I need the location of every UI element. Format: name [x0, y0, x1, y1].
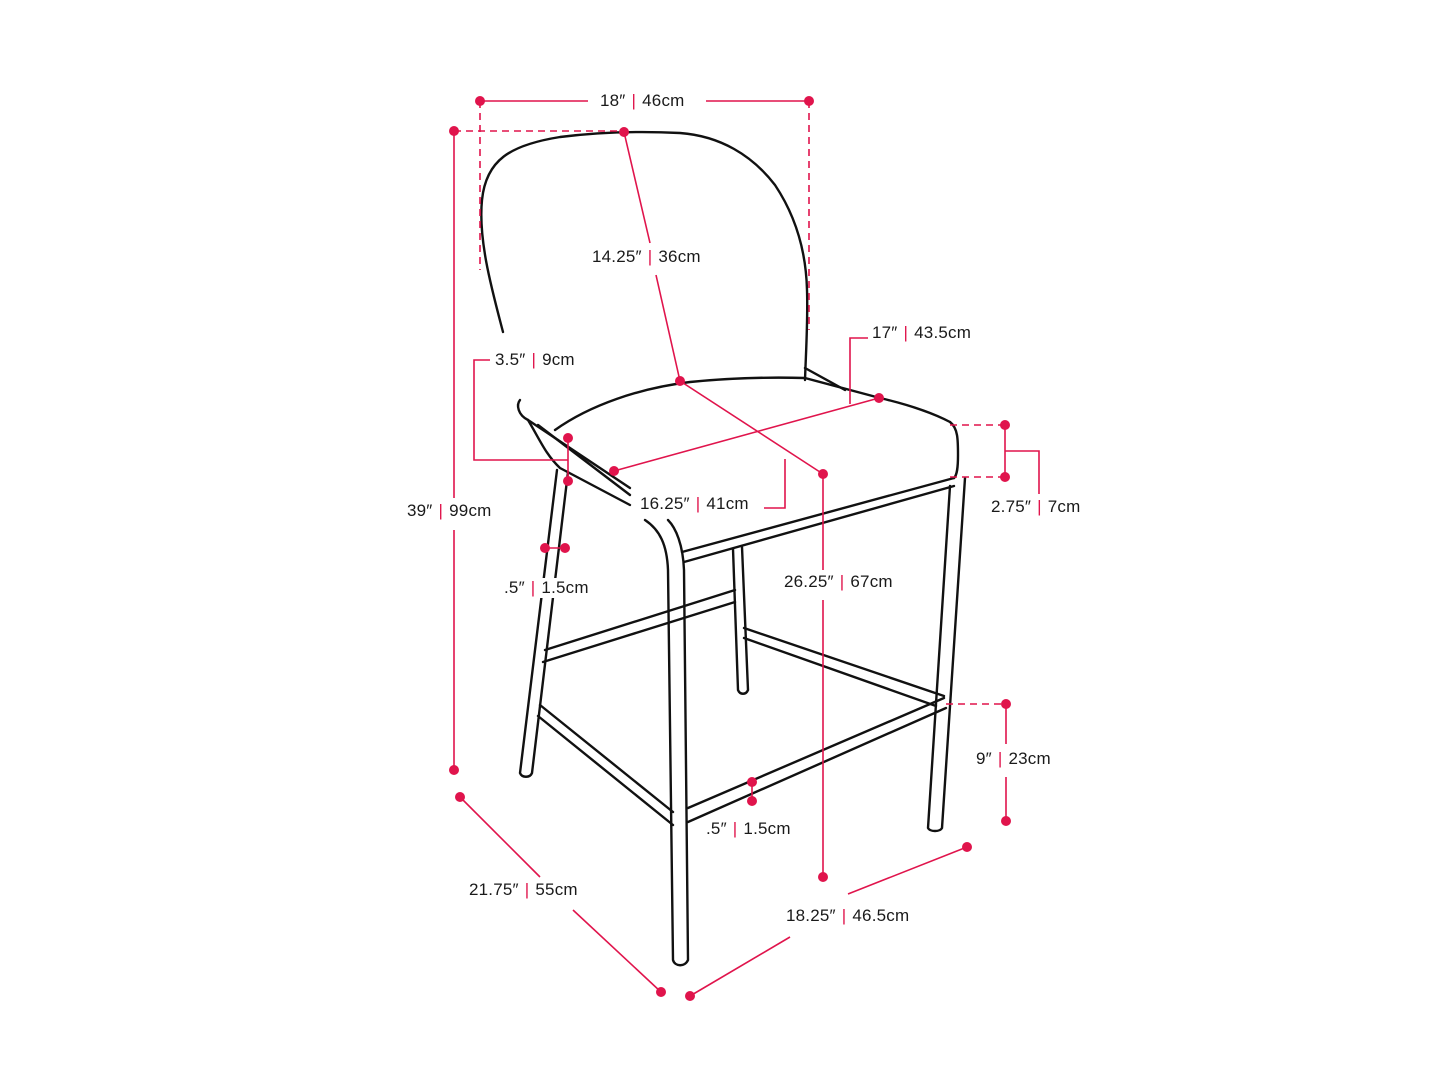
dimension-label-back-offset: 3.5″ | 9cm: [491, 350, 579, 370]
front-right-leg: [926, 476, 967, 833]
chair-drawing: [480, 130, 967, 967]
separator: |: [903, 323, 909, 342]
seat-left-rail-bottom: [526, 418, 632, 507]
dimension-label-footrest-tube-diameter: .5″ | 1.5cm: [702, 819, 795, 839]
metric-value: 1.5cm: [541, 578, 589, 597]
imperial-value: 3.5″: [495, 350, 526, 369]
dimension-label-overall-depth: 21.75″ | 55cm: [465, 880, 582, 900]
metric-value: 7cm: [1047, 497, 1081, 516]
dimension-label-back-width: 18″ | 46cm: [596, 91, 689, 111]
imperial-value: 21.75″: [469, 880, 519, 899]
separator: |: [839, 572, 845, 591]
metric-value: 1.5cm: [743, 819, 791, 838]
metric-value: 36cm: [658, 247, 701, 266]
imperial-value: .5″: [504, 578, 525, 597]
separator: |: [841, 906, 847, 925]
metric-value: 46.5cm: [852, 906, 910, 925]
seat-left-rail-inner: [536, 423, 632, 497]
separator: |: [631, 91, 637, 110]
imperial-value: 9″: [976, 749, 992, 768]
metric-value: 41cm: [706, 494, 749, 513]
imperial-value: 18.25″: [786, 906, 836, 925]
dimension-label-overall-width: 18.25″ | 46.5cm: [782, 906, 914, 926]
imperial-value: 26.25″: [784, 572, 834, 591]
separator: |: [997, 749, 1003, 768]
metric-value: 46cm: [642, 91, 685, 110]
dimension-label-overall-height: 39″ | 99cm: [403, 501, 496, 521]
imperial-value: 17″: [872, 323, 898, 342]
imperial-value: .5″: [706, 819, 727, 838]
imperial-value: 18″: [600, 91, 626, 110]
seat-back-edge: [553, 376, 952, 432]
seat-front-edge: [680, 476, 956, 554]
back-left-leg: [518, 468, 570, 778]
separator: |: [438, 501, 444, 520]
footrest-side: [536, 703, 675, 827]
dimension-label-leg-diameter: .5″ | 1.5cm: [500, 578, 593, 598]
back-inner-leg: [731, 545, 750, 695]
metric-value: 67cm: [850, 572, 893, 591]
separator: |: [647, 247, 653, 266]
separator: |: [1037, 497, 1042, 516]
separator: |: [530, 578, 536, 597]
separator: |: [531, 350, 537, 369]
rail-back: [742, 626, 946, 708]
metric-value: 9cm: [542, 350, 575, 369]
dimension-label-back-height: 14.25″ | 36cm: [588, 247, 705, 267]
dimension-label-seat-width: 17″ | 43.5cm: [868, 323, 976, 343]
backrest-outline: [480, 130, 809, 382]
seat-right-corner: [948, 420, 960, 480]
separator: |: [524, 880, 530, 899]
metric-value: 23cm: [1008, 749, 1051, 768]
dimension-label-seat-height: 26.25″ | 67cm: [780, 572, 897, 592]
metric-value: 99cm: [449, 501, 492, 520]
metric-value: 55cm: [535, 880, 578, 899]
imperial-value: 16.25″: [640, 494, 690, 513]
separator: |: [695, 494, 701, 513]
imperial-value: 14.25″: [592, 247, 642, 266]
separator: |: [732, 819, 738, 838]
dimension-guides: [449, 96, 1040, 1001]
imperial-value: 39″: [407, 501, 433, 520]
metric-value: 43.5cm: [914, 323, 972, 342]
seat-frame-front: [682, 484, 956, 564]
dimension-label-footrest-height: 9″ | 23cm: [972, 749, 1055, 769]
imperial-value: 2.75″: [991, 497, 1032, 516]
rail-left-upper: [541, 588, 737, 664]
front-left-leg: [643, 518, 690, 967]
footrest-front: [686, 696, 948, 824]
dimension-label-seat-depth: 16.25″ | 41cm: [636, 494, 753, 514]
dimension-label-seat-thickness: 2.75″ | 7cm: [987, 497, 1085, 517]
